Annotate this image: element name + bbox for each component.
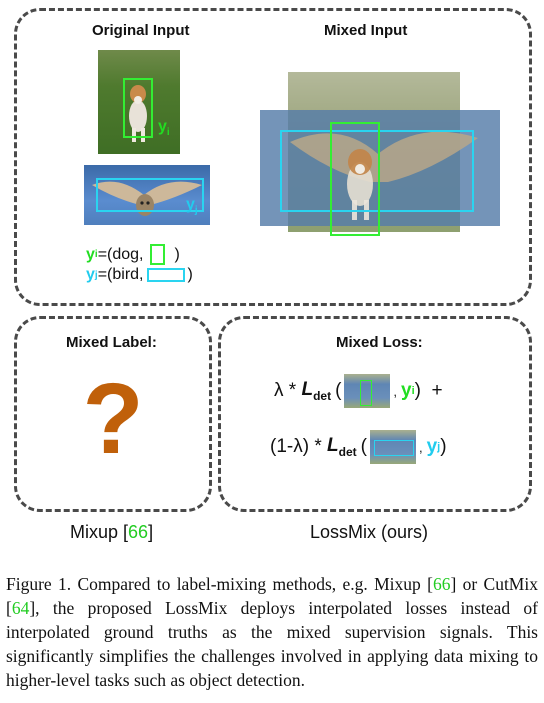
loss-name: L xyxy=(301,379,314,401)
mixup-caption-end: ] xyxy=(148,522,154,542)
mixed-dog-bounding-box xyxy=(330,122,380,236)
figure-caption: Figure 1. Compared to label-mixing metho… xyxy=(6,572,538,692)
legend-yj-subscript: j xyxy=(94,269,98,281)
caption-part-1: Figure 1. Compared to label-mixing metho… xyxy=(6,574,433,594)
comma: , xyxy=(418,439,423,455)
mixed-input-title: Mixed Input xyxy=(324,22,408,39)
caption-part-3: ], the proposed LossMix deploys interpol… xyxy=(6,598,538,690)
open-paren: ( xyxy=(335,380,342,401)
original-input-title: Original Input xyxy=(92,22,190,39)
target-yi-subscript: i xyxy=(411,385,415,397)
loss-subscript: det xyxy=(338,444,357,459)
mixed-image-thumbnail xyxy=(344,374,391,408)
loss-name: L xyxy=(327,435,339,457)
legend-yi-text: =(dog, xyxy=(97,245,144,263)
mixed-bird-bounding-box xyxy=(280,130,474,212)
citation-64[interactable]: 64 xyxy=(11,598,30,618)
legend-yj-close: ) xyxy=(187,266,193,283)
legend-dog-box-swatch xyxy=(149,244,165,265)
lambda-coefficient: λ * xyxy=(274,380,297,401)
target-yi: y xyxy=(401,380,412,401)
mixed-image-thumbnail xyxy=(369,430,416,464)
dog-label: yi xyxy=(158,118,170,138)
dog-illustration xyxy=(129,85,147,142)
yi-subscript: i xyxy=(166,127,170,139)
yj-subscript: j xyxy=(194,205,198,217)
mixed-loss-panel xyxy=(218,316,532,512)
comma: , xyxy=(393,383,398,399)
legend-yi-close: ) xyxy=(174,245,180,263)
yj-symbol: y xyxy=(186,196,195,213)
target-yj-subscript: j xyxy=(437,441,441,453)
bird-label: yj xyxy=(186,196,198,216)
citation-66[interactable]: 66 xyxy=(432,574,451,594)
dog-photo xyxy=(98,50,180,154)
legend-yj-text: =(bird, xyxy=(97,266,144,283)
mixup-citation[interactable]: 66 xyxy=(128,522,149,542)
legend-yi-subscript: i xyxy=(94,249,98,260)
loss-function: Ldet xyxy=(327,435,357,459)
close-paren: ) xyxy=(440,436,447,457)
legend-bird-box-swatch xyxy=(147,268,186,282)
mixed-image xyxy=(260,72,500,236)
lossmix-caption: LossMix (ours) xyxy=(310,522,429,542)
target-yj: y xyxy=(426,436,438,457)
question-mark: ? xyxy=(82,363,144,475)
dog-bounding-box xyxy=(123,78,153,138)
loss-function: Ldet xyxy=(301,379,331,403)
mixed-label-title: Mixed Label: xyxy=(66,334,157,351)
caption-part-2: ] or CutMix [ xyxy=(6,574,538,618)
loss-subscript: det xyxy=(313,388,332,403)
thumbnail-dog-box xyxy=(360,380,373,406)
mixup-caption: Mixup [66] xyxy=(70,522,153,543)
one-minus-lambda-coefficient: (1-λ) * xyxy=(270,436,322,457)
input-panel xyxy=(14,8,532,306)
bird-photo xyxy=(84,165,210,225)
thumbnail-bird-box xyxy=(373,440,414,456)
mixed-label-panel xyxy=(14,316,212,512)
legend-yi-symbol: y xyxy=(86,245,95,263)
yi-symbol: y xyxy=(158,118,167,135)
open-paren: ( xyxy=(360,436,367,457)
close-paren-plus: ) + xyxy=(414,380,443,401)
mixup-caption-text: Mixup [ xyxy=(70,522,129,542)
legend-yj-symbol: y xyxy=(86,266,95,283)
bird-bounding-box xyxy=(96,178,204,212)
mixed-loss-title: Mixed Loss: xyxy=(336,334,423,351)
